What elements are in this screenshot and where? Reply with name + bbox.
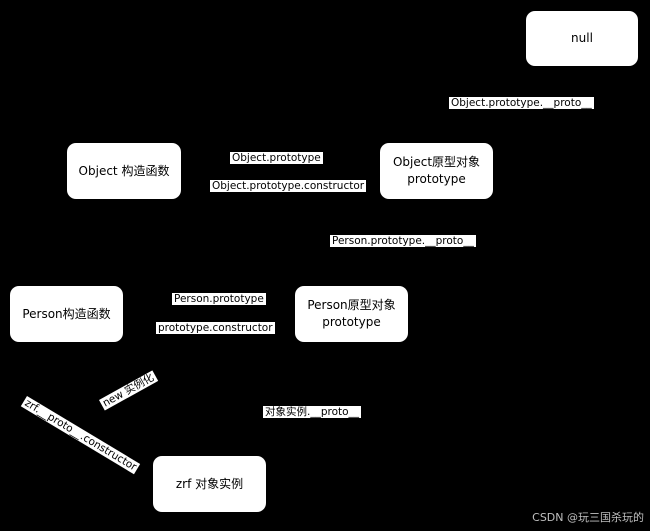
object-prototype-line1: Object原型对象 [392,155,481,169]
person-prototype-node: Person原型对象 prototype [295,286,408,342]
object-prototype-node: Object原型对象 prototype [380,143,493,199]
watermark: CSDN @玩三国杀玩的 [532,511,644,524]
zrf-instance-label: zrf 对象实例 [175,476,244,491]
person-prototype-line1: Person原型对象 [307,298,396,312]
edge-label-person-prototype: Person.prototype [172,293,266,305]
person-constructor-node: Person构造函数 [10,286,123,342]
object-constructor-node: Object 构造函数 [67,143,181,199]
edge-label-person-proto-proto: Person.prototype.__proto__ [330,235,476,247]
edge-label-instance-proto: 对象实例.__proto__ [263,406,362,418]
object-prototype-line2: prototype [407,172,466,186]
null-label: null [571,31,593,45]
person-constructor-label: Person构造函数 [22,306,111,321]
zrf-instance-node: zrf 对象实例 [153,456,266,512]
null-node: null [526,11,638,66]
edge-label-object-proto-proto: Object.prototype.__proto__ [449,97,594,109]
person-prototype-line2: prototype [322,315,381,329]
object-constructor-label: Object 构造函数 [78,163,170,178]
edge-label-object-constructor: Object.prototype.constructor [210,180,367,192]
edge-label-person-constructor: prototype.constructor [156,322,275,334]
edge-label-object-prototype: Object.prototype [230,152,323,164]
